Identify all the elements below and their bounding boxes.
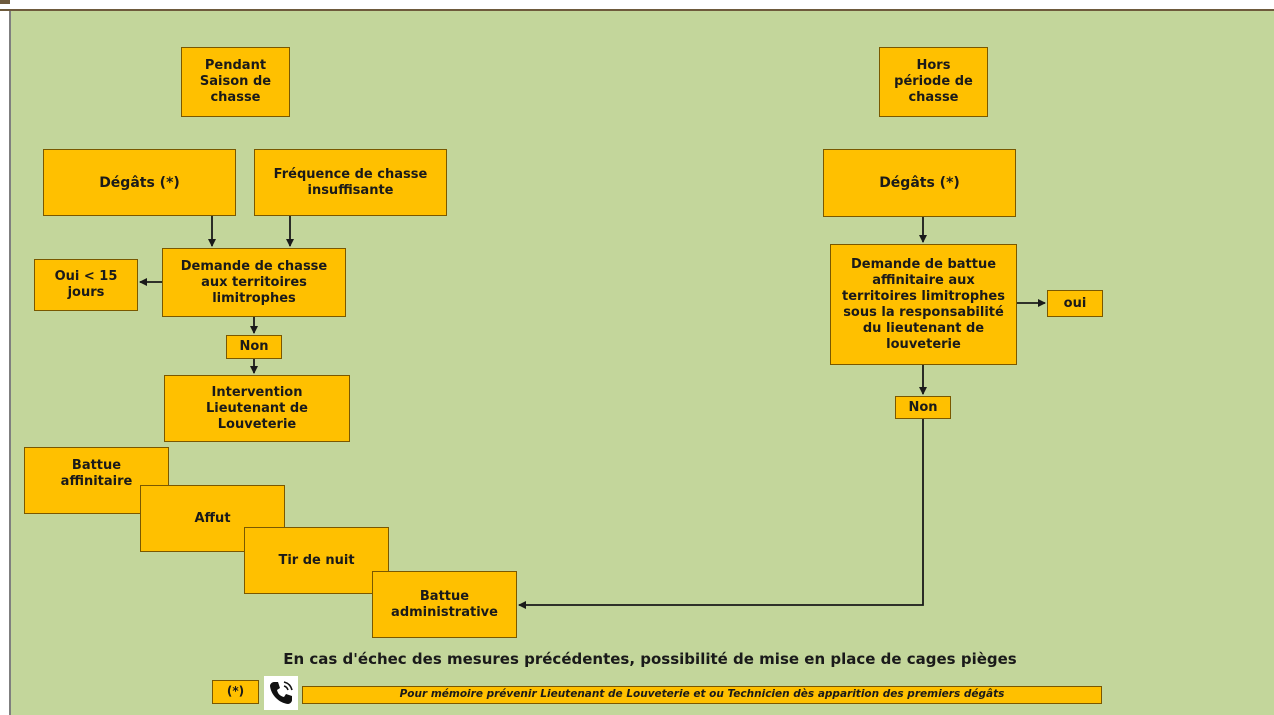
box-no-left: Non — [226, 335, 282, 359]
memo-note: Pour mémoire prévenir Lieutenant de Louv… — [302, 686, 1102, 704]
box-yes-right: oui — [1047, 290, 1103, 317]
footnote-marker: (*) — [212, 680, 259, 704]
corner-mark — [0, 0, 10, 4]
left-margin — [0, 11, 11, 715]
box-hunting-season: Pendant Saison de chasse — [181, 47, 290, 117]
phone-icon — [264, 676, 298, 710]
box-battue-request: Demande de battue affinitaire aux territ… — [830, 244, 1017, 365]
box-no-right: Non — [895, 396, 951, 419]
left-border — [9, 11, 11, 715]
box-battue-affinitaire: Battue affinitaire — [24, 447, 169, 514]
box-hunting-request: Demande de chasse aux territoires limitr… — [162, 248, 346, 317]
box-damage-left: Dégâts (*) — [43, 149, 236, 216]
box-hunting-frequency: Fréquence de chasse insuffisante — [254, 149, 447, 216]
top-border — [0, 9, 1274, 11]
caption-trap-cages: En cas d'échec des mesures précédentes, … — [283, 650, 1017, 668]
box-yes-15-days: Oui < 15 jours — [34, 259, 138, 311]
box-off-season: Hors période de chasse — [879, 47, 988, 117]
box-battue-administrative: Battue administrative — [372, 571, 517, 638]
box-intervention: Intervention Lieutenant de Louveterie — [164, 375, 350, 442]
box-damage-right: Dégâts (*) — [823, 149, 1016, 217]
box-night-shooting: Tir de nuit — [244, 527, 389, 594]
top-bar — [0, 0, 1274, 9]
